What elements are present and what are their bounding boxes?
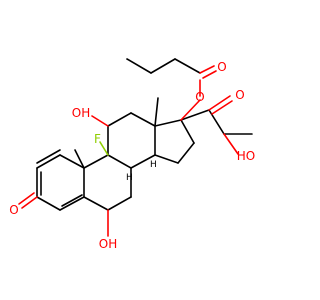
hydroxyl-c6-label: OH <box>99 237 117 251</box>
ketone-c3-oxygen-label: O <box>9 203 18 217</box>
ester-carbonyl-oxygen-label: O <box>217 60 226 74</box>
heteroatom-bonds <box>18 65 239 237</box>
molecule-diagram: F OH OH HO O O O O H H <box>9 58 255 251</box>
hydroxyl-c11-label: OH <box>72 106 90 120</box>
structure-canvas: F OH OH HO O O O O H H <box>9 58 255 251</box>
ketone-c20-oxygen-label: O <box>235 88 244 102</box>
ester-oxygen-label: O <box>195 90 204 104</box>
atom-labels: F OH OH HO O O O O H H <box>9 60 255 251</box>
fluorine-label: F <box>94 132 101 146</box>
hydrogen-c8-label: H <box>126 173 133 183</box>
hydroxyl-c21-label: HO <box>237 149 255 163</box>
carbon-skeleton <box>36 58 253 211</box>
hydrogen-c14-label: H <box>150 160 157 170</box>
